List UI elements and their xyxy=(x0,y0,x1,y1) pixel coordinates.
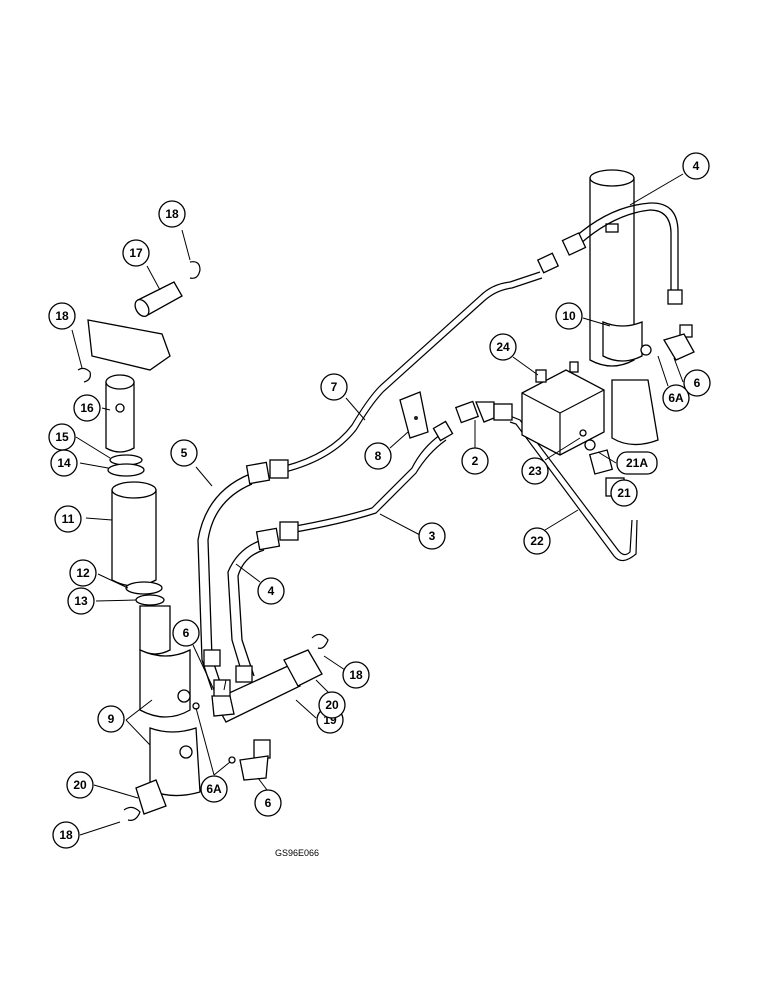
svg-text:6: 6 xyxy=(265,796,272,810)
svg-text:20: 20 xyxy=(325,698,339,712)
callout-6-right: 6 xyxy=(683,369,711,397)
svg-text:21A: 21A xyxy=(626,456,648,470)
callout-15: 15 xyxy=(48,423,76,451)
svg-text:13: 13 xyxy=(74,594,88,608)
callout-6-bottom: 6 xyxy=(254,789,282,817)
svg-text:18: 18 xyxy=(349,668,363,682)
svg-text:2: 2 xyxy=(472,454,479,468)
svg-text:24: 24 xyxy=(496,340,510,354)
svg-text:8: 8 xyxy=(375,449,382,463)
svg-text:12: 12 xyxy=(76,566,90,580)
fittings-21-23 xyxy=(579,429,625,497)
callout-18-bottom: 18 xyxy=(52,821,80,849)
pin-19 xyxy=(213,633,329,723)
elbow-fittings xyxy=(192,679,271,781)
right-hose xyxy=(573,202,695,361)
callout-6-left: 6 xyxy=(172,619,200,647)
callout-6A-left: 6A xyxy=(200,775,228,803)
tube-7 xyxy=(284,232,587,473)
drawing-reference: GS96E066 xyxy=(275,848,319,858)
callout-4-middle: 4 xyxy=(257,577,285,605)
callout-8: 8 xyxy=(364,442,392,470)
svg-text:6: 6 xyxy=(183,626,190,640)
svg-text:3: 3 xyxy=(429,529,436,543)
callout-17: 17 xyxy=(122,239,150,267)
callout-18-top: 18 xyxy=(158,200,186,228)
callout-5: 5 xyxy=(170,439,198,467)
svg-text:11: 11 xyxy=(62,512,75,526)
pin-17 xyxy=(134,261,201,318)
clip-18 xyxy=(77,367,91,383)
tube-3 xyxy=(289,400,495,534)
svg-text:18: 18 xyxy=(59,828,73,842)
svg-text:18: 18 xyxy=(55,309,69,323)
svg-text:15: 15 xyxy=(55,430,69,444)
svg-text:18: 18 xyxy=(165,207,179,221)
hose-4 xyxy=(227,521,299,683)
svg-text:7: 7 xyxy=(331,380,338,394)
callout-18-right: 18 xyxy=(342,661,370,689)
callout-2: 2 xyxy=(461,447,489,475)
callout-12: 12 xyxy=(69,559,97,587)
callout-10: 10 xyxy=(555,302,583,330)
svg-text:23: 23 xyxy=(528,464,542,478)
svg-text:6: 6 xyxy=(694,376,701,390)
callout-4-right: 4 xyxy=(682,152,710,180)
callout-20-right: 20 xyxy=(318,691,346,719)
callout-13: 13 xyxy=(67,587,95,615)
svg-text:4: 4 xyxy=(693,159,700,173)
callout-21A: 21A xyxy=(616,451,658,475)
callout-20-left: 20 xyxy=(66,771,94,799)
svg-text:6A: 6A xyxy=(668,391,684,405)
svg-text:14: 14 xyxy=(57,456,71,470)
tube-22 xyxy=(493,403,638,562)
callout-23: 23 xyxy=(521,457,549,485)
leader-lines xyxy=(71,173,684,836)
hose-5 xyxy=(197,459,289,691)
callout-9: 9 xyxy=(97,705,125,733)
callout-7: 7 xyxy=(320,373,348,401)
callout-24: 24 xyxy=(489,333,517,361)
svg-text:17: 17 xyxy=(129,246,143,260)
bracket-8 xyxy=(399,391,429,439)
callout-6A-right: 6A xyxy=(662,384,690,412)
callout-16: 16 xyxy=(73,394,101,422)
svg-text:9: 9 xyxy=(108,712,115,726)
svg-text:6A: 6A xyxy=(206,782,222,796)
callout-14: 14 xyxy=(50,449,78,477)
svg-text:20: 20 xyxy=(73,778,87,792)
callout-21: 21 xyxy=(610,479,638,507)
left-cylinder xyxy=(87,319,201,797)
right-cylinder xyxy=(589,169,659,446)
svg-text:16: 16 xyxy=(80,401,94,415)
callout-22: 22 xyxy=(523,527,551,555)
svg-text:22: 22 xyxy=(530,534,544,548)
callout-11: 11 xyxy=(54,505,82,533)
svg-text:4: 4 xyxy=(268,584,275,598)
callout-18-left: 18 xyxy=(48,302,76,330)
svg-text:21: 21 xyxy=(617,486,631,500)
callout-3: 3 xyxy=(418,522,446,550)
bushing-20 xyxy=(123,779,167,821)
svg-text:10: 10 xyxy=(562,309,576,323)
svg-text:5: 5 xyxy=(181,446,188,460)
